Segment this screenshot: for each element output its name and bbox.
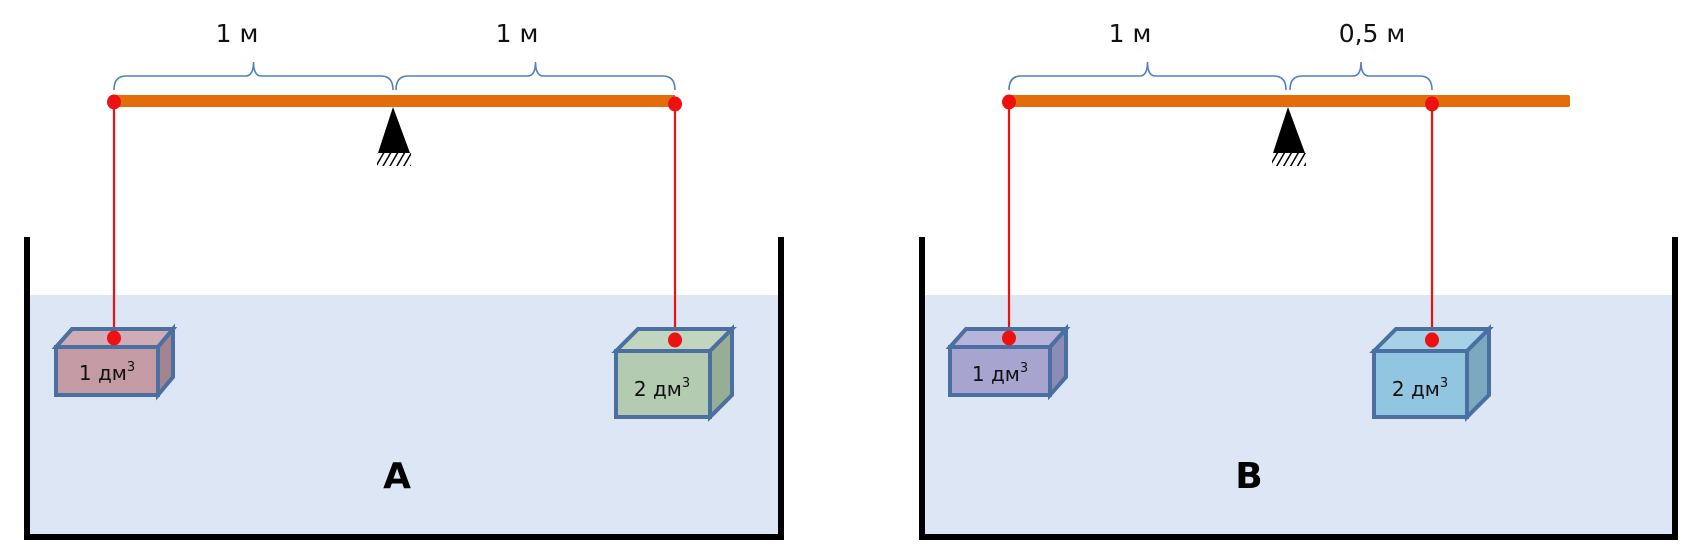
right-block: 2 дм3 [611,324,737,422]
left-distance-label: 1 м [1109,19,1152,48]
block-front [614,349,712,419]
right-brace [1289,61,1433,91]
fulcrum-icon [378,107,410,153]
block-front [1372,349,1469,419]
block-attachment-dot [668,332,682,348]
panel-label: A [383,456,411,497]
right-attachment-dot [1425,96,1439,112]
tank [24,237,784,540]
left-brace [1008,61,1287,91]
right-brace [395,61,676,91]
fulcrum-icon [1273,107,1305,153]
fulcrum-base [377,153,411,166]
block-volume-label: 1 дм3 [972,361,1028,386]
left-block: 1 дм3 [51,323,178,401]
right-distance-label: 1 м [496,19,539,48]
tank [919,237,1678,540]
left-block: 1 дм3 [945,323,1071,401]
block-front [948,345,1052,397]
fulcrum-base [1272,153,1306,166]
panel-a: 1 м 1 м 1 дм3 2 дм3 A [24,19,784,540]
left-distance-label: 1 м [216,19,259,48]
right-block: 2 дм3 [1369,324,1494,422]
left-attachment-dot [107,94,121,110]
block-front [54,345,160,397]
left-attachment-dot [1002,94,1016,110]
block-attachment-dot [1425,332,1439,348]
panel-label: B [1235,456,1262,497]
right-attachment-dot [668,96,682,112]
block-volume-label: 1 дм3 [79,360,135,385]
block-volume-label: 2 дм3 [634,376,690,401]
left-brace [113,61,394,91]
block-volume-label: 2 дм3 [1392,376,1448,401]
panel-b: 1 м 0,5 м 1 дм3 2 дм3 B [919,19,1678,540]
block-attachment-dot [107,330,121,346]
right-distance-label: 0,5 м [1339,19,1406,48]
block-attachment-dot [1002,330,1016,346]
lever-bar [1009,95,1570,107]
lever-bar [114,95,675,107]
